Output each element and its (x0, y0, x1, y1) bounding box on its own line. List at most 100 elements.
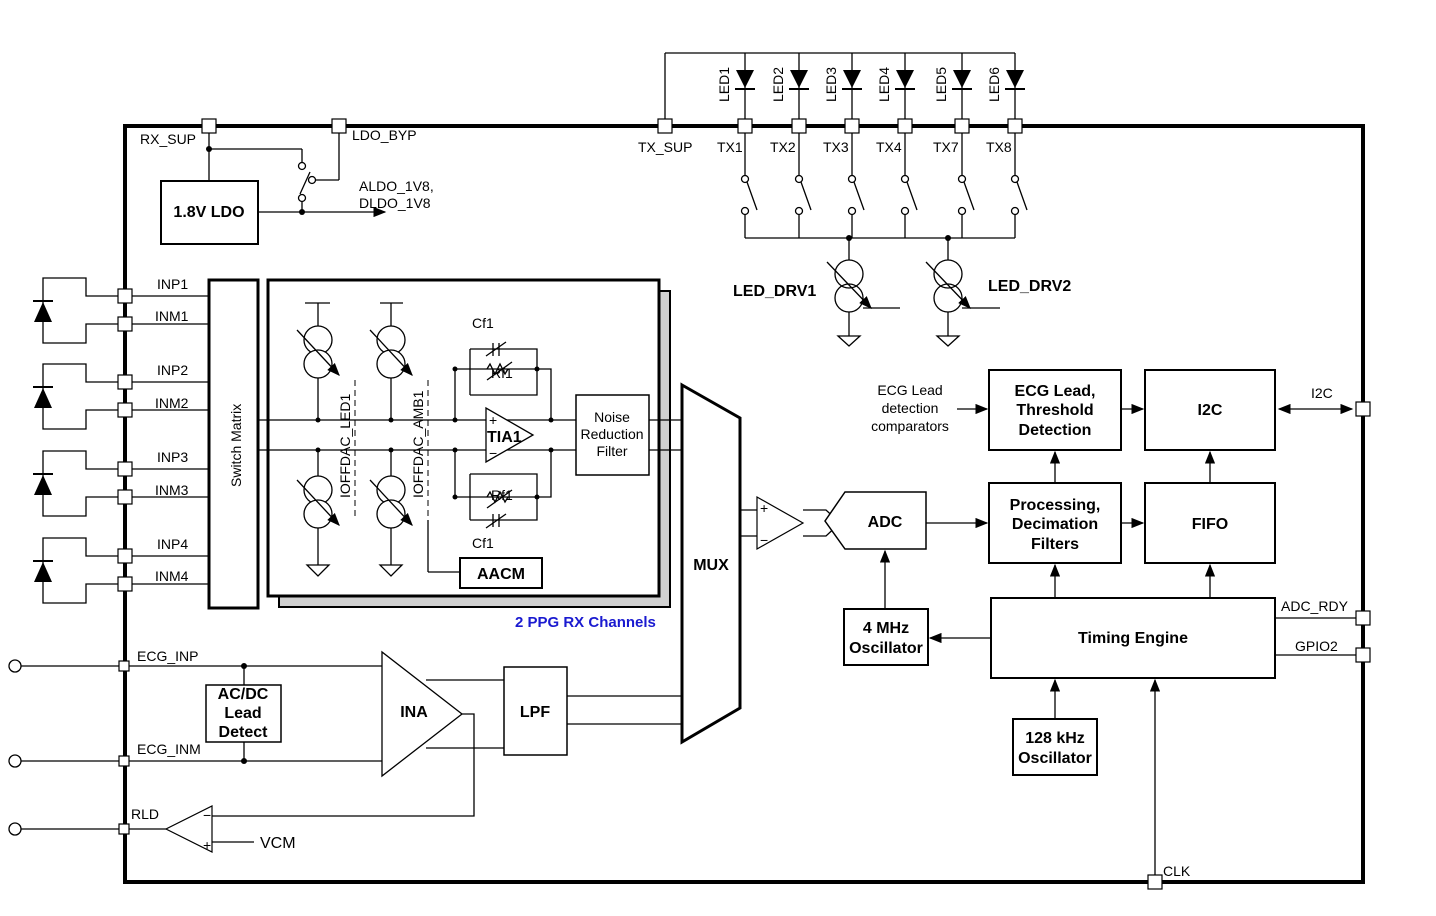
timing-engine-label: Timing Engine (1078, 630, 1188, 647)
photodiode-inputs: INP1 INM1 INP2 INM2 INP3 INM3 INP4 INM4 (33, 276, 209, 604)
rx-sup-label: RX_SUP (140, 131, 196, 147)
rld-minus: − (203, 807, 211, 823)
inp4-label: INP4 (157, 536, 188, 552)
ina-label: INA (400, 704, 428, 721)
ina-amplifier (381, 650, 464, 778)
ioffdac-amb1-label: IOFFDAC_AMB1 (410, 390, 426, 498)
inp1-label: INP1 (157, 276, 188, 292)
rf1-top-label: Rf1 (491, 365, 513, 381)
led-driver-2: LED_DRV2 (925, 259, 1071, 347)
led4-label: LED4 (876, 67, 892, 102)
tx7-label: TX7 (933, 139, 959, 155)
adc-label: ADC (868, 514, 903, 531)
clk-pin (1147, 874, 1163, 890)
ecg-comp-line1: ECG Lead (877, 382, 942, 398)
tx-sup-label: TX_SUP (638, 139, 692, 155)
led6-label: LED6 (986, 67, 1002, 102)
inp2-label: INP2 (157, 362, 188, 378)
ecg-front-end: ECG_INP ECG_INM RLD AC/DC Lead Detect IN… (8, 648, 682, 853)
switch-matrix-label: Switch Matrix (228, 404, 244, 487)
ldo-label: 1.8V LDO (173, 204, 244, 221)
inm4-label: INM4 (155, 568, 189, 584)
tx4-label: TX4 (876, 139, 902, 155)
led5-label: LED5 (933, 67, 949, 102)
tia-amplifier (485, 406, 535, 464)
led-drv1-label: LED_DRV1 (733, 283, 816, 300)
ecg-lead-detection-block (988, 369, 1122, 451)
processing-block (988, 482, 1122, 564)
timing-engine-block (990, 597, 1276, 679)
lpf-block (503, 666, 568, 756)
ldo-byp-label: LDO_BYP (352, 127, 417, 143)
led1-label: LED1 (716, 67, 732, 102)
inp3-label: INP3 (157, 449, 188, 465)
led-diode-5 (952, 53, 972, 126)
led-diode-4 (895, 53, 915, 126)
led-array: LED1 LED2 LED3 LED4 LED5 LED6 (664, 52, 1025, 126)
i2c-block-label: I2C (1198, 402, 1223, 419)
photodiode-3 (33, 473, 53, 495)
ecg-lead-line3: Detection (1019, 422, 1092, 439)
aldo-label: ALDO_1V8, (359, 178, 434, 194)
led-diode-3 (842, 53, 862, 126)
led3-label: LED3 (823, 67, 839, 102)
ecg-inp-label: ECG_INP (137, 648, 198, 664)
rx-channel-block: IOFFDAC_LED1 IOFFDAC_AMB1 (258, 278, 683, 608)
photodiode-2 (33, 386, 53, 408)
osc128-line2: Oscillator (1018, 750, 1092, 767)
adc-block (824, 491, 927, 550)
adc-driver-amp (756, 495, 805, 551)
tx1-label: TX1 (717, 139, 743, 155)
inm1-label: INM1 (155, 308, 189, 324)
aacm-label: AACM (477, 566, 525, 583)
tx-switches (740, 133, 1028, 260)
led2-label: LED2 (770, 67, 786, 102)
aacm-block (459, 557, 543, 589)
led-diode-1 (735, 53, 755, 126)
adc-path: + − ADC (740, 491, 989, 609)
cf1-bottom-label: Cf1 (472, 535, 494, 551)
photodiode-1 (33, 300, 53, 322)
tx8-label: TX8 (986, 139, 1012, 155)
tx3-label: TX3 (823, 139, 849, 155)
tx-pins: TX_SUP TX1 TX2 TX3 TX4 TX7 TX8 (638, 118, 1023, 155)
led-diode-2 (789, 53, 809, 126)
ecg-inm-label: ECG_INM (137, 741, 201, 757)
ldo-section: RX_SUP LDO_BYP 1.8V LDO ALDO_1V8, DLDO_1… (140, 118, 434, 245)
led-drv2-label: LED_DRV2 (988, 278, 1071, 295)
inm2-label: INM2 (155, 395, 189, 411)
proc-line3: Filters (1031, 536, 1079, 553)
amp-plus: + (760, 500, 768, 516)
ppg-channels-label: 2 PPG RX Channels (515, 614, 656, 631)
inm3-label: INM3 (155, 482, 189, 498)
ecg-lead-line1: ECG Lead, (1015, 383, 1096, 400)
led-driver-1: LED_DRV1 (733, 259, 900, 347)
rld-label: RLD (131, 806, 159, 822)
i2c-pin-label: I2C (1311, 385, 1333, 401)
osc-128khz-block (1012, 718, 1098, 776)
lpf-label: LPF (520, 704, 550, 721)
clk-label: CLK (1163, 863, 1191, 879)
osc-4mhz-block (843, 608, 929, 666)
tia-label: TIA1 (487, 429, 522, 446)
nrf-line1: Noise (594, 409, 630, 425)
dldo-label: DLDO_1V8 (359, 195, 431, 211)
led-diode-6 (1005, 53, 1025, 126)
adc-rdy-label: ADC_RDY (1281, 598, 1349, 614)
cf1-top-label: Cf1 (472, 315, 494, 331)
ecg-comp-line3: comparators (871, 418, 949, 434)
gpio2-label: GPIO2 (1295, 638, 1338, 654)
ldo-block (160, 180, 259, 245)
i2c-block (1144, 369, 1276, 451)
osc128-line1: 128 kHz (1025, 730, 1085, 747)
vcm-label: VCM (260, 835, 296, 852)
ecg-lead-line2: Threshold (1016, 402, 1093, 419)
proc-line2: Decimation (1012, 516, 1098, 533)
tia-minus: − (489, 445, 497, 461)
rld-amplifier (164, 805, 213, 853)
rld-plus: + (203, 837, 211, 853)
photodiode-4 (33, 560, 53, 582)
mux-block (680, 382, 742, 745)
gpio2-pin (1355, 647, 1371, 663)
